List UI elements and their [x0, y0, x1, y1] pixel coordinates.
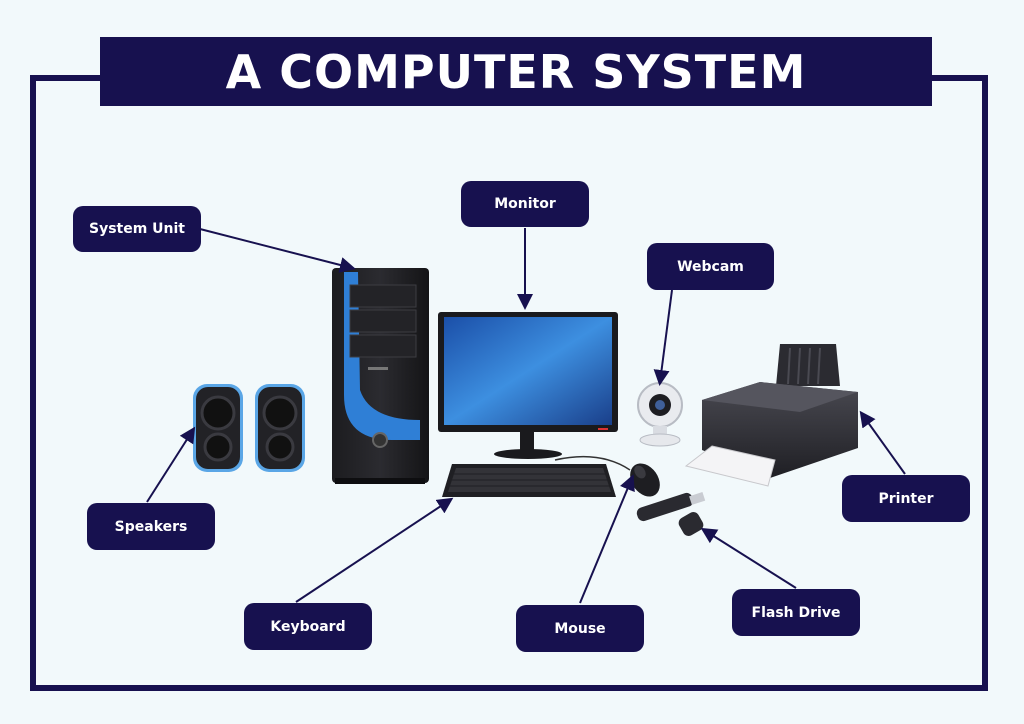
monitor-image: [438, 312, 618, 459]
system-unit-image: [332, 268, 429, 484]
label-webcam: Webcam: [647, 243, 774, 290]
label-keyboard: Keyboard: [244, 603, 372, 650]
label-printer: Printer: [842, 475, 970, 522]
webcam-image: [637, 382, 683, 447]
flash-drive-image: [636, 492, 706, 536]
label-mouse: Mouse: [516, 605, 644, 652]
connector-arrows: [146, 228, 906, 604]
mouse-image: [630, 463, 660, 497]
title-banner: A COMPUTER SYSTEM: [100, 37, 932, 106]
label-speakers-text: Speakers: [114, 518, 188, 535]
label-speakers: Speakers: [87, 503, 215, 550]
label-printer-text: Printer: [878, 490, 934, 507]
speakers-image: [193, 384, 305, 472]
page-title: A COMPUTER SYSTEM: [225, 44, 807, 99]
keyboard-image: [442, 455, 631, 497]
label-monitor-text: Monitor: [494, 196, 556, 212]
label-keyboard-text: Keyboard: [270, 618, 346, 635]
printer-image: [684, 344, 858, 487]
label-flash-drive-text: Flash Drive: [751, 604, 841, 621]
label-system-unit-text: System Unit: [88, 221, 186, 237]
label-flash-drive: Flash Drive: [732, 589, 860, 636]
label-monitor: Monitor: [461, 181, 589, 227]
label-mouse-text: Mouse: [554, 620, 606, 637]
label-webcam-text: Webcam: [677, 258, 744, 275]
label-system-unit: System Unit: [73, 206, 201, 252]
